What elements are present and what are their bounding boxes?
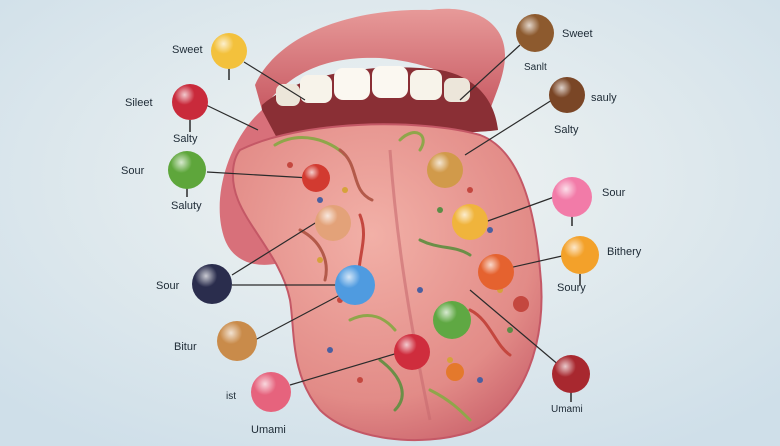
label-bitur: Bitur	[174, 341, 197, 353]
label-soury: Soury	[557, 282, 586, 294]
sphere-sweet-right	[516, 14, 554, 52]
label-sweet-right: Sweet	[562, 28, 593, 40]
label-umami-left: Umami	[251, 424, 286, 436]
label-sweet-left: Sweet	[172, 44, 203, 56]
tongue-midline	[388, 149, 432, 421]
leader-lines	[205, 44, 563, 386]
label-sour-left-mid: Sour	[156, 280, 180, 292]
label-salty-right: Salty	[554, 124, 579, 136]
sphere-bitur	[217, 321, 257, 361]
sprinkle-dots	[287, 162, 513, 383]
label-ist: ist	[226, 391, 236, 402]
tongue	[232, 123, 543, 442]
sphere-umami-left	[251, 372, 291, 412]
label-salty-left: Salty	[173, 133, 198, 145]
label-sauly: sauly	[591, 92, 617, 104]
label-sour-right: Sour	[602, 187, 626, 199]
label-sileet: Sileet	[125, 97, 153, 109]
label-umami-right: Umami	[551, 404, 583, 415]
sphere-sour-left	[168, 151, 206, 197]
taste-spheres-on-tongue	[302, 152, 529, 381]
label-bithery: Bithery	[607, 246, 642, 258]
sphere-sour-right	[552, 177, 592, 226]
label-sour-left-top: Sour	[121, 165, 145, 177]
sphere-sweet-left	[211, 33, 247, 80]
label-sanlt: Sanlt	[524, 62, 547, 73]
sphere-umami-right	[552, 355, 590, 402]
sphere-salty-left	[172, 84, 208, 132]
upper-lip	[255, 8, 505, 110]
sphere-sour-left-mid	[192, 264, 232, 304]
label-saluty: Saluty	[171, 200, 202, 212]
sphere-bithery	[561, 236, 599, 285]
sphere-salty-right	[549, 77, 585, 113]
